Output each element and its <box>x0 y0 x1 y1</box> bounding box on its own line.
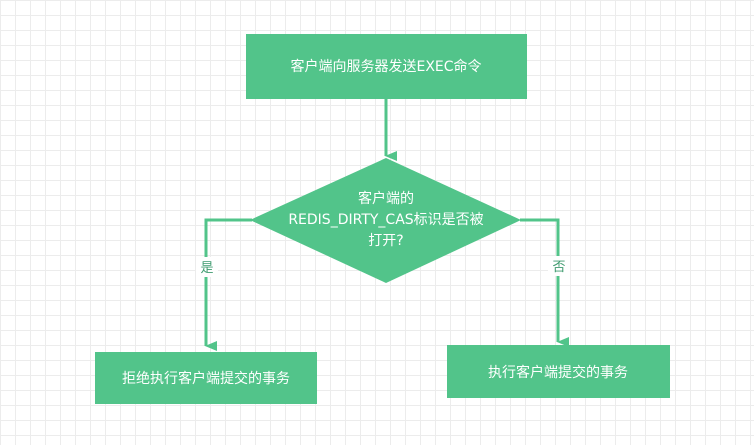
node-decision-label-line1: 客户端的 <box>358 190 414 207</box>
edge-label-no-text: 否 <box>552 260 565 275</box>
edge-decision-to-reject <box>204 218 252 351</box>
node-decision-label-line2: REDIS_DIRTY_CAS标识是否被 <box>288 212 483 228</box>
node-reject[interactable]: 拒绝执行客户端提交的事务 <box>95 352 317 404</box>
edge-decision-to-execute <box>520 218 569 347</box>
edge-label-yes-text: 是 <box>200 261 213 276</box>
edge-label-yes: 是 <box>196 257 218 277</box>
node-start-label: 客户端向服务器发送EXEC命令 <box>290 58 481 75</box>
node-execute-label: 执行客户端提交的事务 <box>488 364 628 381</box>
node-start[interactable]: 客户端向服务器发送EXEC命令 <box>246 34 527 99</box>
node-reject-label: 拒绝执行客户端提交的事务 <box>122 370 290 387</box>
node-decision[interactable]: 客户端的 REDIS_DIRTY_CAS标识是否被 打开? <box>250 158 521 283</box>
node-decision-label-line3: 打开? <box>368 232 403 249</box>
node-execute[interactable]: 执行客户端提交的事务 <box>447 345 670 398</box>
edge-label-no: 否 <box>548 256 570 276</box>
